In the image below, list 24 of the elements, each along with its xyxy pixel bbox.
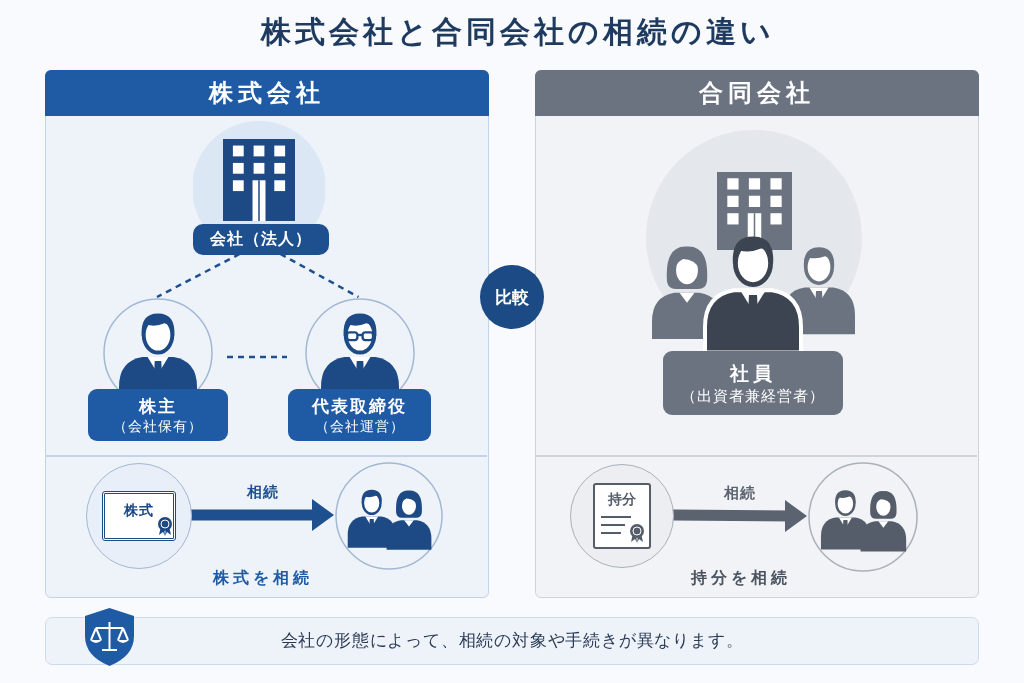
comparison-panel bbox=[45, 70, 489, 598]
role-title: 社員 bbox=[730, 361, 776, 386]
entity-label: 会社（法人） bbox=[193, 224, 329, 255]
dashed-line bbox=[156, 252, 241, 299]
role-box bbox=[663, 351, 843, 415]
dashed-line bbox=[227, 355, 287, 359]
role-title: 株主 bbox=[139, 395, 177, 417]
comparison-panel bbox=[535, 70, 979, 598]
role-note: （会社保有） bbox=[113, 417, 203, 435]
certificate-title: 持分 bbox=[607, 491, 637, 509]
section-caption: 株式を相続 bbox=[213, 567, 313, 589]
two-people-icon bbox=[335, 462, 443, 570]
note-bar bbox=[45, 617, 979, 665]
page-title: 株式会社と合同会社の相続の違い bbox=[261, 12, 775, 51]
role-note: （出資者兼経営者） bbox=[681, 386, 825, 406]
role-note: （会社運営） bbox=[314, 417, 405, 435]
note-text: 会社の形態によって、相続の対象や手続きが異なります。 bbox=[280, 630, 744, 652]
certificate-title: 株式 bbox=[123, 502, 155, 520]
panel-heading: 合同会社 bbox=[534, 69, 979, 116]
role-title: 代表取締役 bbox=[312, 395, 407, 417]
two-people-icon bbox=[808, 462, 918, 572]
section-caption: 持分を相続 bbox=[691, 567, 791, 589]
panel-heading: 株式会社 bbox=[44, 69, 489, 116]
dashed-line bbox=[279, 252, 360, 299]
